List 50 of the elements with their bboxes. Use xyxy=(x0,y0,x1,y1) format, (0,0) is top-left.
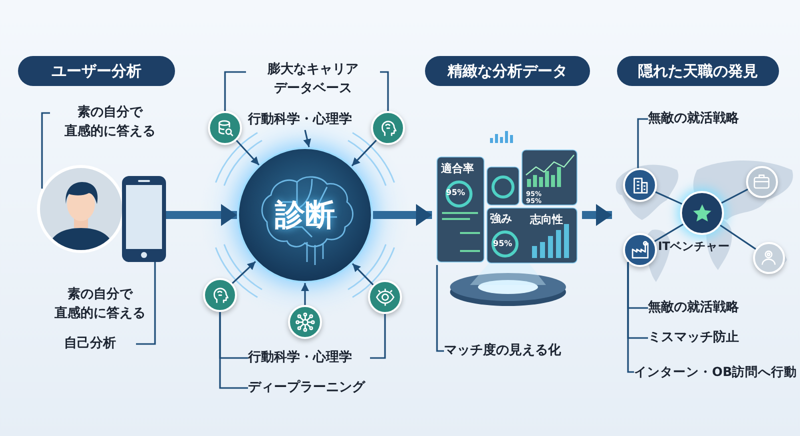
connector-line xyxy=(721,188,748,204)
arrow xyxy=(351,140,377,166)
annotation-text: 膨大なキャリアデータベース xyxy=(246,60,380,100)
connector-line xyxy=(41,112,50,189)
database-search-icon xyxy=(208,111,242,145)
annotation-text: 行動科学・心理学 xyxy=(248,348,370,368)
connector-line xyxy=(136,262,156,345)
head-brain-icon xyxy=(371,111,405,145)
connector-line xyxy=(654,224,684,242)
arrow xyxy=(236,140,260,166)
node-caption: ITベンチャー xyxy=(658,238,730,255)
panel-title: 強み xyxy=(490,211,512,226)
panel-title: 適合率 xyxy=(441,161,474,176)
connector-line xyxy=(436,265,444,352)
annotation-text: マッチ度の見える化 xyxy=(444,341,584,361)
flow-arrow xyxy=(582,204,612,226)
smartphone-drawing xyxy=(122,176,166,262)
connector-line xyxy=(224,71,246,111)
person-coin-icon xyxy=(753,242,785,274)
eye-network-icon xyxy=(368,280,402,314)
arrow xyxy=(303,130,312,148)
connector-line xyxy=(720,224,756,250)
head-brain-icon xyxy=(203,278,237,312)
connector-line xyxy=(655,191,682,205)
arrow xyxy=(232,261,256,284)
section-header: ユーザー分析 xyxy=(18,56,175,86)
flow-arrow xyxy=(373,204,432,226)
arrow xyxy=(301,283,309,305)
annotation-text: 無敵の就活戦略 xyxy=(648,109,768,129)
section-header: 隠れた天職の発見 xyxy=(617,56,779,86)
arrow xyxy=(352,263,374,286)
center-label: 診断 xyxy=(274,197,336,235)
factory-icon xyxy=(623,233,657,267)
panel-title: 志向性 xyxy=(530,212,563,227)
annotation-text: 行動科学・心理学 xyxy=(248,110,370,130)
connector-line xyxy=(219,312,248,389)
annotation-text: ミスマッチ防止 xyxy=(648,328,768,348)
connector-line xyxy=(627,262,634,373)
flow-arrow xyxy=(166,204,237,226)
annotation-text: インターン・OB訪問へ行動 xyxy=(634,362,798,382)
network-icon xyxy=(288,305,322,339)
annotation-text: 素の自分で直感的に答える xyxy=(54,286,146,323)
section-header: 精緻な分析データ xyxy=(425,56,590,86)
annotation-text: 無敵の就活戦略 xyxy=(648,298,768,318)
connector-line xyxy=(637,118,648,168)
connector-line xyxy=(380,71,389,111)
annotation-text: ディープラーニング xyxy=(248,378,388,398)
connector-line xyxy=(370,314,386,359)
annotation-text: 素の自分で直感的に答える xyxy=(50,103,170,143)
annotation-text: 自己分析 xyxy=(64,334,136,354)
